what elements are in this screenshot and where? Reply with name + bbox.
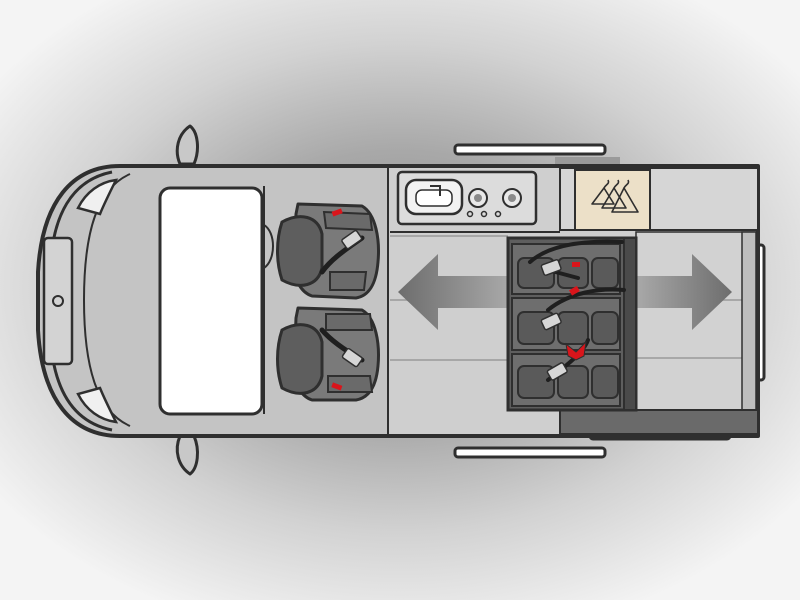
- hanger-icon: [591, 179, 639, 213]
- seat-belt-red-tabs: [565, 262, 587, 361]
- headlight-right: [76, 386, 119, 424]
- seat-buckles: [540, 259, 568, 381]
- passenger-seat: [276, 306, 380, 402]
- bench-seat-2: [511, 297, 621, 351]
- sink: [404, 178, 464, 216]
- slide-arrow-left: [398, 254, 510, 330]
- rock-and-roll-bed-seat: [506, 236, 638, 412]
- dashboard: [158, 186, 274, 416]
- hob-burners: [466, 188, 522, 218]
- sliding-door-rail-top: [453, 143, 620, 165]
- bench-seat-1: [511, 243, 621, 295]
- driver-seat: [276, 202, 380, 300]
- headlight-left: [76, 178, 119, 216]
- slide-arrow-right: [636, 254, 732, 330]
- mirror-left: [175, 124, 199, 166]
- wardrobe: [559, 167, 759, 231]
- bench-seat-3: [511, 353, 621, 407]
- mirror-right: [175, 434, 199, 476]
